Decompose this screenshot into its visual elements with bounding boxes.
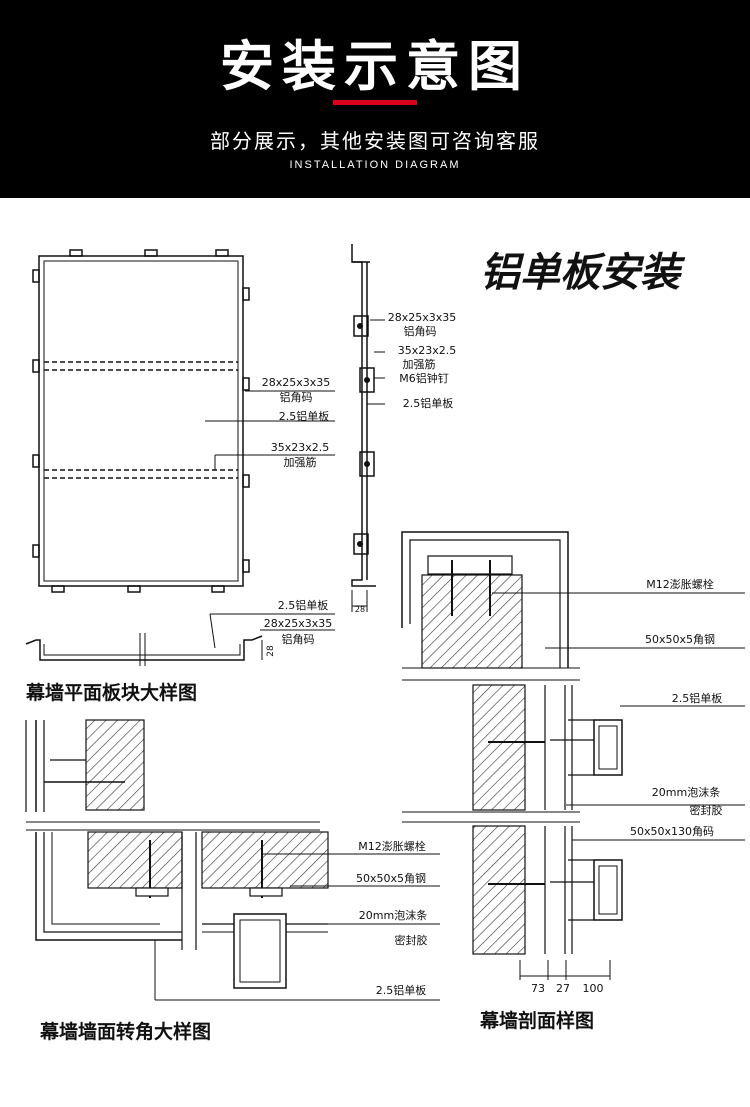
plan-tab	[242, 287, 250, 301]
section-title: 铝单板安装	[480, 250, 686, 296]
plan-tab	[69, 249, 83, 257]
section-label-panel: 2.5铝单板	[672, 691, 723, 705]
section-wall-top	[421, 574, 523, 669]
corner-panel-box	[233, 913, 287, 989]
section-label-foam: 20mm泡沫条	[652, 785, 720, 799]
side-view	[351, 244, 385, 612]
section-panel-box	[593, 719, 623, 776]
plan-label-corner-code-2: 28x25x3x35	[264, 617, 333, 630]
plan-label-rib-name: 加强筋	[284, 455, 317, 469]
side-label-corner-code-name: 铝角码	[404, 324, 437, 338]
plan-tab	[211, 585, 225, 593]
plan-label-corner-code-name: 铝角码	[280, 390, 313, 404]
plan-tab	[32, 359, 40, 373]
side-label-rib: 35x23x2.5	[398, 344, 457, 357]
plan-tab	[32, 544, 40, 558]
corner-label-foam: 20mm泡沫条	[359, 908, 427, 922]
plan-label-panel: 2.5铝单板	[279, 409, 330, 423]
title-accent-bar	[333, 100, 417, 105]
side-label-panel: 2.5铝单板	[403, 396, 454, 410]
section-angle-top	[427, 555, 513, 575]
installation-diagram: 铝单板安装 28x25x3x35 铝角码 2.5铝单板 35x23x2.5 加强…	[25, 244, 745, 1043]
plan-tab	[32, 269, 40, 283]
section-caption: 幕墙剖面样图	[479, 1009, 594, 1032]
section-label-sealant: 密封胶	[690, 803, 723, 817]
corner-caption: 幕墙墙面转角大样图	[39, 1020, 211, 1043]
corner-label-sealant: 密封胶	[395, 933, 428, 947]
side-dim-28: 28	[355, 605, 365, 614]
section-dim-73: 73	[531, 982, 545, 995]
corner-view	[25, 719, 440, 1001]
plan-tab	[51, 585, 65, 593]
section-dim-27: 27	[556, 982, 570, 995]
side-label-corner-code: 28x25x3x35	[388, 311, 457, 324]
plan-label-corner-code-2-name: 铝角码	[282, 632, 315, 646]
section-wall-bottom	[472, 825, 526, 955]
section-label-bolt: M12澎胀螺栓	[646, 577, 714, 591]
side-rib-block	[359, 367, 375, 393]
plan-tab	[144, 249, 158, 257]
plan-tab	[242, 474, 250, 488]
section-wall-mid	[472, 684, 526, 811]
page-subtitle: 部分展示，其他安装图可咨询客服	[210, 129, 540, 153]
section-label-angle-code: 50x50x130角码	[630, 825, 714, 838]
plan-tab	[242, 377, 250, 391]
side-corner-code	[353, 315, 369, 337]
plan-tab	[127, 585, 141, 593]
plan-label-corner-code: 28x25x3x35	[262, 376, 331, 389]
page-subtitle-english: INSTALLATION DIAGRAM	[289, 159, 461, 171]
section-panel-box-2	[593, 859, 623, 921]
page-title: 安装示意图	[220, 35, 530, 98]
plan-tab	[32, 454, 40, 468]
side-rivet	[357, 541, 363, 547]
plan-caption: 幕墙平面板块大样图	[25, 681, 197, 704]
section-view	[401, 531, 745, 980]
section-dim-100: 100	[583, 982, 604, 995]
plan-view	[32, 249, 335, 593]
side-label-rib-name: 加强筋	[403, 357, 436, 371]
side-label-rivet: M6铝钟钉	[399, 371, 449, 385]
plan-dim-28: 28	[266, 645, 276, 657]
section-label-angle-steel: 50x50x5角钢	[645, 633, 715, 646]
side-corner-code	[353, 533, 369, 555]
header-banner: 安装示意图 部分展示，其他安装图可咨询客服 INSTALLATION DIAGR…	[0, 0, 750, 198]
side-rib-block	[359, 451, 375, 477]
corner-label-panel: 2.5铝单板	[376, 983, 427, 997]
corner-wall-top	[85, 719, 145, 811]
side-rivet	[364, 377, 370, 383]
corner-label-angle-steel: 50x50x5角钢	[356, 872, 426, 885]
corner-wall-right	[201, 831, 329, 889]
corner-label-bolt: M12澎胀螺栓	[358, 839, 426, 853]
plan-edge-profile	[25, 613, 335, 666]
plan-tab	[242, 559, 250, 573]
side-rivet	[364, 461, 370, 467]
plan-tab	[215, 249, 229, 257]
corner-wall-left	[87, 831, 183, 889]
plan-label-panel-2: 2.5铝单板	[278, 598, 329, 612]
side-rivet	[357, 323, 363, 329]
plan-label-rib: 35x23x2.5	[271, 441, 330, 454]
